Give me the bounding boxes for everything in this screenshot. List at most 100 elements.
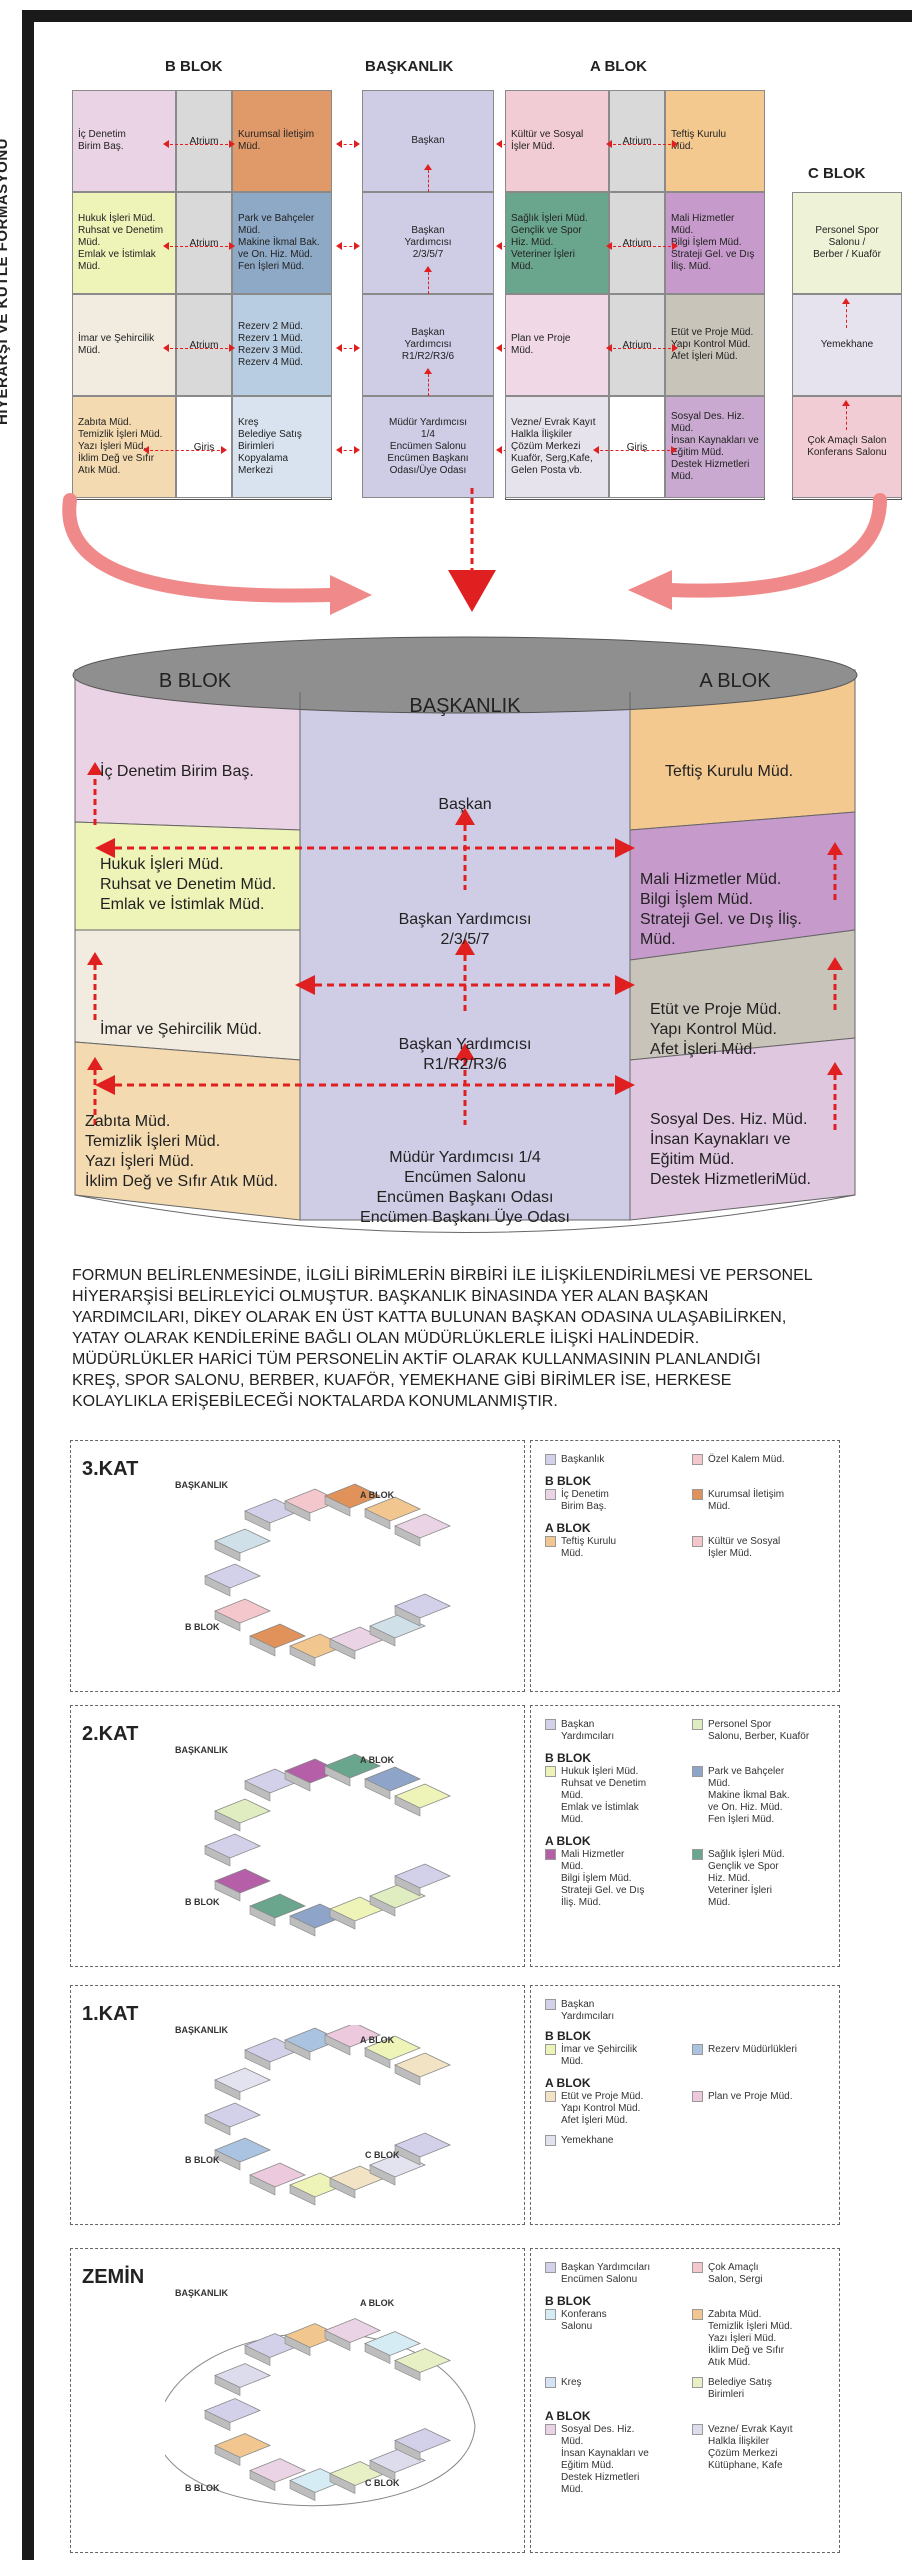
arrow-head [615, 838, 635, 858]
iso-block-side [364, 1778, 391, 1800]
legend-item: Belediye Satış Birimleri [692, 2377, 830, 2401]
cylinder-bottom-curve [74, 1194, 856, 1233]
a-blok-title: A BLOK [590, 58, 647, 75]
c-cell: Çok Amaçlı Salon Konferans Salonu [792, 396, 902, 498]
legend-item: Sosyal Des. Hiz. Müd. İnsan Kaynakları v… [545, 2424, 683, 2496]
bas-v-arrow [424, 368, 432, 396]
iso-block-side [394, 2440, 421, 2461]
bas-left-arrow [336, 344, 360, 352]
iso-block-label: A BLOK [360, 2035, 395, 2045]
b-left-cell: İç Denetim Birim Baş. [72, 90, 176, 192]
cylinder-arrow-heads [95, 838, 635, 1095]
cyl-bas-label: Başkan Yardımcısı 2/3/5/7 [398, 911, 532, 948]
a-h-arrow [606, 140, 678, 148]
arrow-head [455, 1043, 475, 1060]
iso-block-side [249, 1905, 276, 1927]
iso-block-side [289, 2184, 316, 2206]
floor-label: 1.KAT [82, 2003, 139, 2025]
floor-plan-panel [70, 1985, 525, 2225]
legend-item: Çok Amaçlı Salon, Sergi [692, 2262, 830, 2286]
b-right-cell: Rezerv 2 Müd. Rezerv 1 Müd. Rezerv 3 Müd… [232, 294, 332, 396]
legend-item: Etüt ve Proje Müd. Yapı Kontrol Müd. Afe… [545, 2091, 683, 2127]
arrow-head [95, 1075, 115, 1095]
description-paragraph: FORMUN BELİRLENMESİNDE, İLGİLİ BİRİMLERİ… [72, 1267, 813, 1410]
cyl-b-label: İç Denetim Birim Baş. [100, 763, 254, 780]
c-blok-title: C BLOK [808, 165, 866, 182]
b-h-arrow [143, 446, 227, 454]
iso-block-side [284, 1770, 311, 1792]
atrium-cell: Atrium [609, 192, 665, 294]
iso-block-side [289, 2480, 316, 2501]
iso-block-label: A BLOK [360, 1490, 395, 1500]
iso-block-side [324, 1495, 351, 1517]
b-h-arrow [163, 344, 235, 352]
legend-item: Hukuk İşleri Müd. Ruhsat ve Denetim Müd.… [545, 1766, 683, 1826]
legend-swatch [692, 1489, 703, 1500]
legend-item: Mali Hizmetler Müd. Bilgi İşlem Müd. Str… [545, 1849, 683, 1909]
arrow-head [827, 842, 843, 855]
b-row-3 [74, 929, 301, 1061]
arrow-head [827, 957, 843, 970]
cyl-bas-label: Müdür Yardımcısı 1/4 Encümen Salonu Encü… [360, 1149, 570, 1226]
bas-left-arrow [336, 446, 360, 454]
legend-swatch [545, 1454, 556, 1465]
cyl-a-label: Teftiş Kurulu Müd. [665, 763, 794, 780]
atrium-cell: Atrium [176, 294, 232, 396]
a-h-arrow [606, 344, 678, 352]
left-curved-arrow [62, 493, 337, 603]
iso-block-side [369, 1625, 396, 1647]
iso-block-side [249, 2174, 276, 2196]
iso-block-label: C BLOK [365, 2478, 400, 2488]
legend-item: Kültür ve Sosyal İşler Müd. [692, 1536, 830, 1560]
arrow-head [95, 838, 115, 858]
cyl-b-label: Zabıta Müd. Temizlik İşleri Müd. Yazı İş… [85, 1113, 278, 1190]
cyl-bas-label: Başkan [438, 796, 492, 813]
arrow-head [87, 1057, 103, 1070]
arrow-head [455, 808, 475, 825]
iso-block-label: B BLOK [185, 1897, 220, 1907]
legend-swatch [692, 1849, 703, 1860]
iso-block-side [214, 2445, 241, 2466]
legend-heading: B BLOK [545, 1751, 591, 1765]
cyl-b-title: B BLOK [158, 670, 232, 692]
legend-heading: B BLOK [545, 1474, 591, 1488]
iso-block-side [214, 1810, 241, 1832]
side-title: HİYERARŞİ VE KÜTLE FORMASYONU [0, 137, 11, 425]
iso-block-side [284, 2335, 311, 2356]
legend-swatch [692, 2377, 703, 2388]
c-cell: Personel Spor Salonu / Berber / Kuaför [792, 192, 902, 294]
floor-legend-panel [530, 1985, 840, 2225]
bas-v-arrow [424, 266, 432, 294]
legend-item: Başkan Yardımcıları [545, 1999, 683, 2023]
arrow-head [615, 1075, 635, 1095]
iso-block-side [204, 1575, 231, 1597]
legend-item: Yemekhane [545, 2135, 683, 2147]
cyl-b-label: Hukuk İşleri Müd. Ruhsat ve Denetim Müd.… [100, 856, 277, 913]
left-arrow-head [330, 575, 372, 615]
b-left-cell: Hukuk İşleri Müd. Ruhsat ve Denetim Müd.… [72, 192, 176, 294]
b-left-cell: Zabıta Müd. Temizlik İşleri Müd. Yazı İş… [72, 396, 176, 498]
a-right-cell: Etüt ve Proje Müd. Yapı Kontrol Müd. Afe… [665, 294, 765, 396]
legend-heading: A BLOK [545, 2409, 591, 2423]
arrow-head [87, 762, 103, 775]
iso-block-side [214, 1880, 241, 1902]
legend-swatch [545, 1766, 556, 1777]
legend-heading: A BLOK [545, 1834, 591, 1848]
cyl-bas-label: Başkan Yardımcısı R1/R2/R3/6 [398, 1036, 532, 1073]
legend-swatch [692, 1536, 703, 1547]
floor-label: ZEMİN [82, 2266, 145, 2288]
iso-block-side [204, 2114, 231, 2136]
floor-label: 3.KAT [82, 1458, 139, 1480]
baskanlik-cell: Müdür Yardımcısı 1/4 Encümen Salonu Encü… [362, 396, 494, 498]
iso-block-label: BAŞKANLIK [175, 1745, 228, 1755]
iso-block-label: C BLOK [365, 2150, 400, 2160]
iso-block-side [369, 2164, 396, 2186]
giris-cell: Giriş [609, 396, 665, 498]
legend-heading: B BLOK [545, 2029, 591, 2043]
a-left-cell: Vezne/ Evrak Kayıt Halkla İlişkiler Çözü… [505, 396, 609, 498]
iso-block-side [364, 2343, 391, 2364]
iso-block-side [394, 1795, 421, 1817]
legend-swatch [692, 2044, 703, 2055]
top-border [22, 10, 912, 22]
legend-swatch [545, 1489, 556, 1500]
